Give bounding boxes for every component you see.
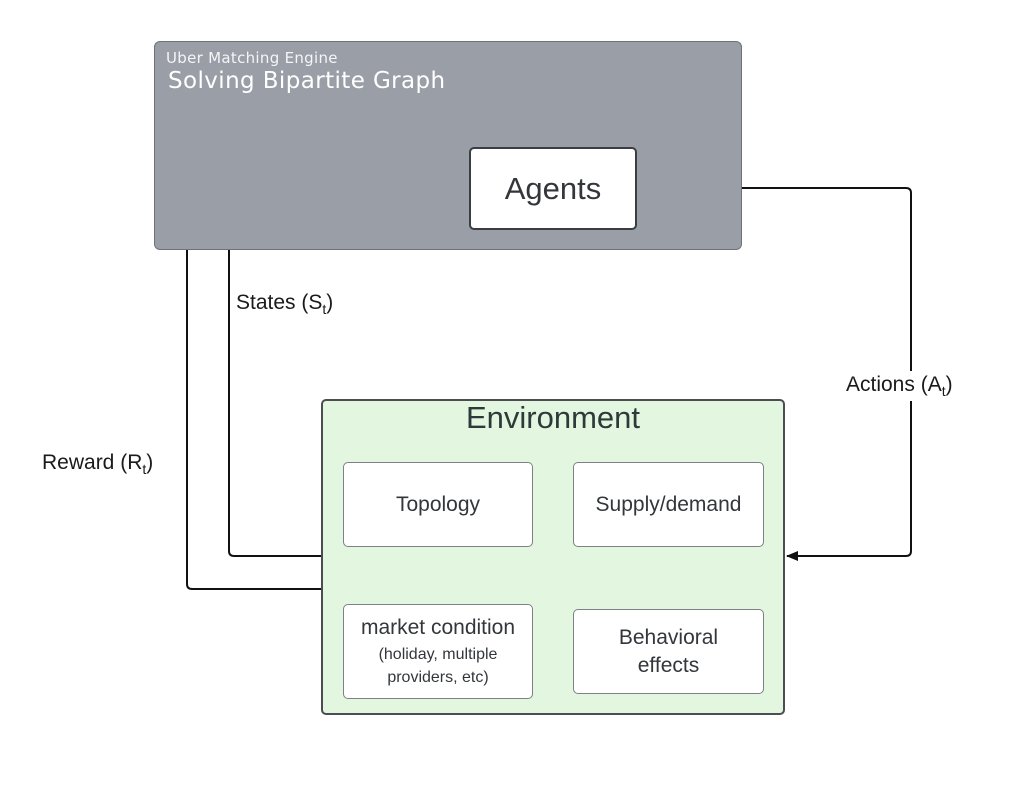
environment-title: Environment bbox=[465, 400, 641, 435]
factor-topology-label: Topology bbox=[395, 492, 481, 516]
factor-supply-demand-label: Supply/demand bbox=[595, 492, 742, 516]
engine-subtitle: Uber Matching Engine bbox=[166, 49, 338, 67]
actions-label-close: ) bbox=[945, 373, 953, 396]
states-label-text: States (S bbox=[236, 291, 323, 314]
agents-box: Agents bbox=[469, 147, 637, 230]
reward-label-text: Reward (R bbox=[42, 451, 143, 474]
factor-supply-demand: Supply/demand bbox=[573, 462, 764, 547]
factor-market-condition-label: market condition bbox=[360, 615, 516, 639]
factor-market-condition: market condition (holiday, multiple prov… bbox=[343, 604, 533, 699]
factor-behavioral-effects: Behavioral effects bbox=[573, 609, 764, 694]
states-label-subscript: t bbox=[322, 301, 327, 317]
engine-title: Solving Bipartite Graph bbox=[168, 68, 446, 94]
reward-label-subscript: t bbox=[142, 461, 147, 477]
reward-label-close: ) bbox=[146, 451, 154, 474]
matching-engine-panel bbox=[154, 41, 742, 250]
reward-label: Reward (Rt) bbox=[42, 451, 153, 477]
factor-market-condition-detail: (holiday, multiple providers, etc) bbox=[378, 645, 498, 686]
actions-label-subscript: t bbox=[941, 383, 946, 399]
states-label: States (St) bbox=[236, 291, 333, 317]
agents-label: Agents bbox=[504, 170, 602, 206]
factor-behavioral-effects-label: Behavioral effects bbox=[618, 625, 719, 677]
states-label-close: ) bbox=[326, 291, 334, 314]
actions-label: Actions (At) bbox=[844, 371, 955, 401]
actions-label-text: Actions (A bbox=[846, 373, 942, 396]
factor-topology: Topology bbox=[343, 462, 533, 547]
